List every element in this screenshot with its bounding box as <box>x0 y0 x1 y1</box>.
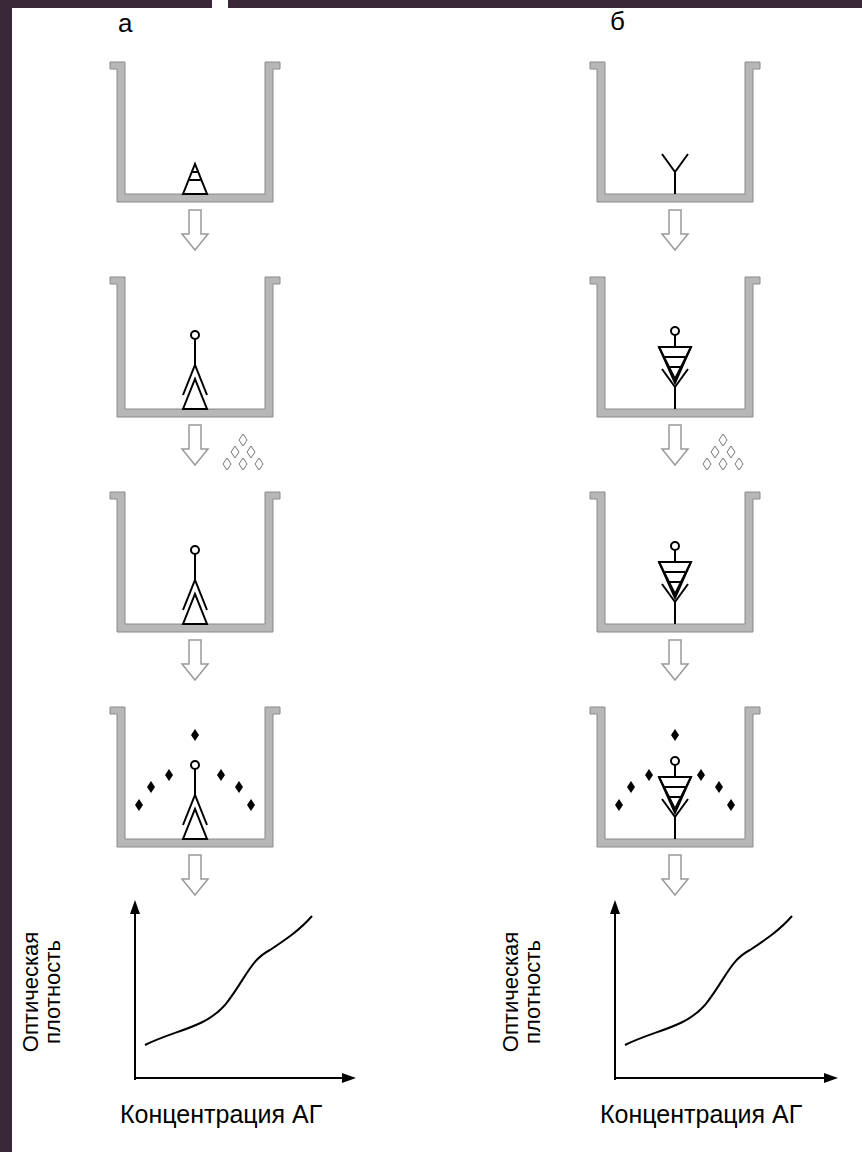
axis-title: Концентрация АГ <box>120 1102 322 1127</box>
panel-letter: б <box>610 8 625 34</box>
axis-title: Оптическая плотность <box>500 927 544 1057</box>
axis-title: Концентрация АГ <box>600 1102 802 1127</box>
panel-letter: а <box>118 10 132 36</box>
axis-title: Оптическая плотность <box>20 927 64 1057</box>
